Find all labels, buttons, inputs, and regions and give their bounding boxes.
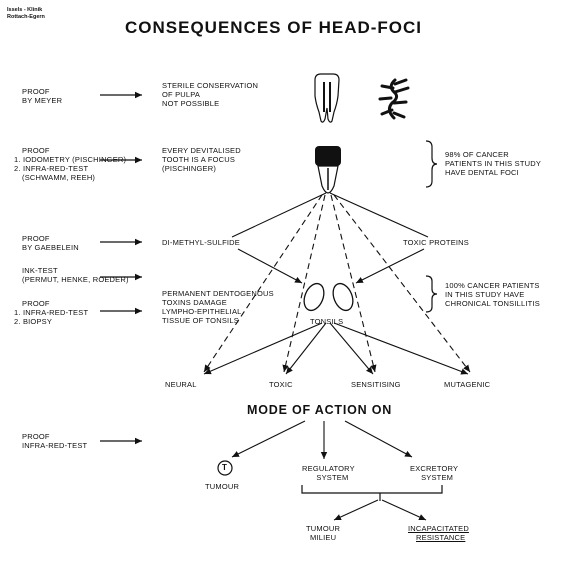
cancer-tonsillitis-text: 100% CANCER PATIENTS IN THIS STUDY HAVE …: [445, 281, 540, 308]
proof-infrared-biopsy-label: PROOF 1. INFRA-RED-TEST 2. BIOPSY: [14, 299, 89, 326]
brace-tonsillitis: [425, 275, 438, 313]
outcome-neural-label: NEURAL: [165, 380, 197, 389]
devitalised-tooth-text: EVERY DEVITALISED TOOTH IS A FOCUS (PISC…: [162, 146, 241, 173]
tonsils-to-sensitising-arrow: [329, 322, 374, 375]
tooth-to-toxic-dashed: [282, 194, 326, 373]
bracket-to-resistance-arrow: [381, 499, 427, 521]
dimethyl-to-tonsils-arrow: [237, 248, 303, 284]
toxic-proteins-to-tonsils-arrow: [355, 248, 425, 284]
systems-bracket: [301, 485, 443, 494]
org-line-1: Issels - Klinik: [7, 7, 43, 13]
proof-infrared-label: PROOF INFRA-RED-TEST: [22, 432, 88, 450]
toxic-proteins-label: TOXIC PROTEINS: [403, 238, 470, 247]
regulatory-system-label: REGULATORY SYSTEM: [302, 464, 355, 482]
incapacitated-resistance-label: INCAPACITATED RESISTANCE: [408, 524, 469, 542]
excretory-system-label: EXCRETORY SYSTEM: [410, 464, 459, 482]
tooth-to-mutagenic-dashed: [333, 194, 471, 373]
org-line-2: Rottach-Egern: [7, 13, 45, 20]
tumour-milieu-label: TUMOUR MILIEU: [306, 524, 341, 542]
tonsils-to-toxic-arrow: [285, 322, 327, 375]
tonsils-label: TONSILS: [310, 317, 344, 326]
healthy-tooth-icon: [314, 73, 340, 123]
tooth-to-neural-dashed: [203, 194, 323, 373]
tonsils-to-mutagenic-arrow: [333, 322, 469, 375]
proof-iodometry-label: PROOF 1. IODOMETRY (PISCHINGER) 2. INFRA…: [14, 146, 127, 182]
diagram-title: CONSEQUENCES OF HEAD-FOCI: [125, 18, 423, 37]
tumour-symbol-circle: [217, 460, 233, 476]
tumour-label: TUMOUR: [205, 482, 240, 491]
sterile-conservation-text: STERILE CONSERVATION OF PULPA NOT POSSIB…: [162, 81, 259, 108]
tonsils-to-neural-arrow: [203, 322, 323, 375]
tumour-symbol-letter: T: [222, 463, 228, 472]
ink-test-label: INK-TEST (PERMUT, HENKE, ROEDER): [22, 266, 129, 284]
brace-dental: [425, 140, 438, 188]
mode-to-excretory-arrow: [344, 420, 413, 458]
outcome-mutagenic-label: MUTAGENIC: [444, 380, 491, 389]
mode-of-action-heading: MODE OF ACTION ON: [247, 403, 393, 417]
di-methyl-sulfide-label: DI-METHYL-SULFIDE: [162, 238, 240, 247]
proof-meyer-label: PROOF BY MEYER: [22, 87, 63, 105]
bracket-to-milieu-arrow: [333, 499, 379, 521]
outcome-toxic-label: TOXIC: [269, 380, 293, 389]
tooth-to-sensitising-dashed: [330, 194, 377, 373]
cancer-dental-foci-text: 98% OF CANCER PATIENTS IN THIS STUDY HAV…: [445, 150, 542, 177]
proof-gaebelein-label: PROOF BY GAEBELEIN: [22, 234, 79, 252]
pulp-canal-icon: [378, 78, 410, 120]
tooth-to-toxic-proteins-line: [329, 192, 429, 238]
tooth-to-dimethyl-line: [231, 192, 327, 238]
organization-label: Issels - Klinik Rottach-Egern: [7, 7, 45, 20]
dentogenous-toxins-text: PERMANENT DENTOGENOUS TOXINS DAMAGE LYMP…: [162, 289, 274, 325]
tonsils-icon: [303, 282, 354, 312]
devitalised-tooth-icon: [315, 146, 341, 194]
mode-to-tumour-arrow: [231, 420, 306, 458]
outcome-sensitising-label: SENSITISING: [351, 380, 401, 389]
